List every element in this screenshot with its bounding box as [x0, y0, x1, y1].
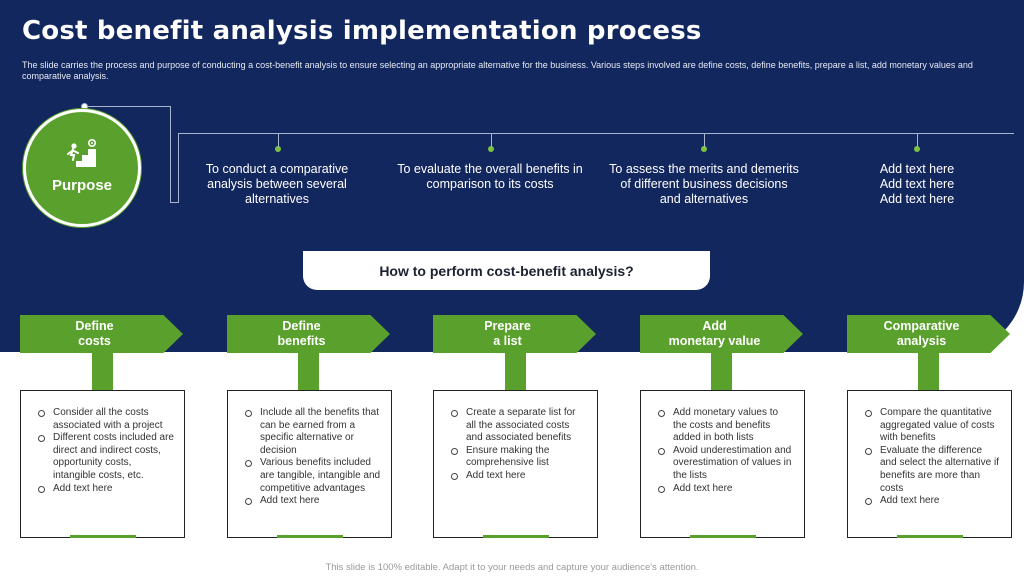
bullet-item: Different costs included are direct and … [35, 432, 174, 482]
bullet-item: Include all the benefits that can be ear… [242, 407, 381, 457]
footer-note: This slide is 100% editable. Adapt it to… [325, 562, 699, 573]
stairs-goal-icon [67, 138, 96, 167]
bullet-item: Add text here [448, 470, 587, 483]
bullet-list: Add monetary values to the costs and ben… [655, 407, 794, 495]
purpose-item: To conduct a comparative analysis betwee… [205, 162, 349, 206]
step-card-define-benefits: Include all the benefits that can be ear… [227, 390, 392, 538]
step-arrow: Prepare a list [433, 315, 596, 353]
timeline-tick [704, 133, 705, 147]
bullet-item: Various benefits included are tangible, … [242, 457, 381, 495]
bullet-list: Consider all the costs associated with a… [35, 407, 174, 495]
timeline-tick [491, 133, 492, 147]
purpose-connector-top [85, 106, 171, 107]
purpose-label: Purpose [51, 176, 112, 194]
timeline-dot [914, 146, 920, 152]
timeline-dot [488, 146, 494, 152]
card-accent [896, 535, 963, 538]
step-card-comparative-analysis: Compare the quantitative aggregated valu… [847, 390, 1012, 538]
bullet-item: Consider all the costs associated with a… [35, 407, 174, 432]
timeline-tick [278, 133, 279, 147]
step-arrow: Comparative analysis [847, 315, 1010, 353]
step-stem [918, 352, 939, 390]
bullet-item: Compare the quantitative aggregated valu… [862, 407, 1001, 445]
step-card-define-costs: Consider all the costs associated with a… [20, 390, 185, 538]
bullet-item: Add text here [242, 495, 381, 508]
purpose-circle: Purpose [23, 109, 141, 227]
bullet-item: Create a separate list for all the assoc… [448, 407, 587, 445]
purpose-connector-bottom [170, 202, 178, 203]
bullet-list: Create a separate list for all the assoc… [448, 407, 587, 483]
page-title: Cost benefit analysis implementation pro… [22, 16, 702, 46]
step-arrow: Add monetary value [640, 315, 803, 353]
bullet-item: Add monetary values to the costs and ben… [655, 407, 794, 445]
step-stem [298, 352, 319, 390]
timeline-tick [917, 133, 918, 147]
card-accent [69, 535, 136, 538]
bullet-item: Avoid underestimation and overestimation… [655, 445, 794, 483]
step-stem [505, 352, 526, 390]
purpose-connector-stub [178, 133, 179, 203]
bullet-item: Ensure making the comprehensive list [448, 445, 587, 470]
bullet-list: Compare the quantitative aggregated valu… [862, 407, 1001, 508]
timeline-dot [701, 146, 707, 152]
bullet-item: Add text here [35, 483, 174, 496]
card-accent [482, 535, 549, 538]
page-subtitle: The slide carries the process and purpos… [22, 60, 973, 81]
card-accent [689, 535, 756, 538]
step-arrow: Define costs [20, 315, 183, 353]
step-stem [711, 352, 732, 390]
bullet-item: Evaluate the difference and select the a… [862, 445, 1001, 495]
bullet-item: Add text here [655, 483, 794, 496]
purpose-item: To evaluate the overall benefits in comp… [397, 162, 583, 191]
howto-heading: How to perform cost-benefit analysis? [303, 251, 710, 290]
card-accent [276, 535, 343, 538]
purpose-item: To assess the merits and demerits of dif… [609, 162, 799, 206]
purpose-timeline [178, 133, 1014, 134]
step-stem [92, 352, 113, 390]
bullet-item: Add text here [862, 495, 1001, 508]
purpose-item: Add text here Add text here Add text her… [879, 162, 955, 206]
step-arrow: Define benefits [227, 315, 390, 353]
bullet-list: Include all the benefits that can be ear… [242, 407, 381, 508]
purpose-connector-vertical [170, 106, 171, 202]
step-card-prepare-list: Create a separate list for all the assoc… [433, 390, 598, 538]
step-card-monetary-value: Add monetary values to the costs and ben… [640, 390, 805, 538]
timeline-dot [275, 146, 281, 152]
